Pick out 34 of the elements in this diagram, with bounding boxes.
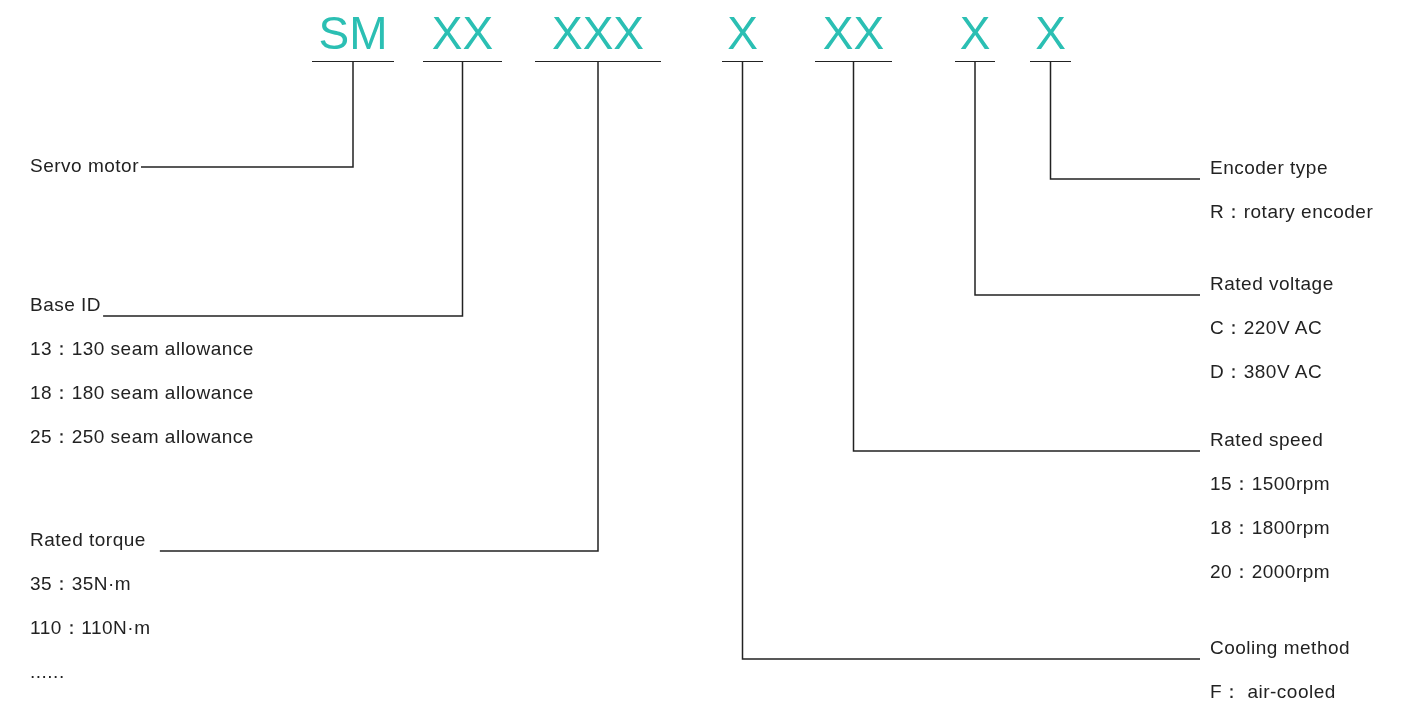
option-text: 20：2000rpm bbox=[1210, 560, 1331, 584]
field-heading: Servo motor bbox=[30, 154, 139, 178]
option-text: R：rotary encoder bbox=[1210, 200, 1374, 224]
leader-line bbox=[159, 61, 599, 552]
option-text: 35：35N·m bbox=[30, 572, 133, 596]
field-heading: Rated speed bbox=[1210, 428, 1325, 452]
leader-line bbox=[140, 61, 354, 168]
option-text: 13：130 seam allowance bbox=[30, 337, 254, 361]
option-text: 18：180 seam allowance bbox=[30, 381, 254, 405]
leader-line bbox=[852, 61, 1201, 452]
field-heading: Encoder type bbox=[1210, 156, 1329, 180]
leader-line bbox=[102, 61, 464, 317]
option-text: 18：1800rpm bbox=[1210, 516, 1331, 540]
code-segment: SM bbox=[312, 4, 394, 62]
option-text: ...... bbox=[30, 660, 66, 684]
option-text: C：220V AC bbox=[1210, 316, 1324, 340]
option-text: F： air-cooled bbox=[1210, 680, 1337, 702]
option-text: 110：110N·m bbox=[30, 616, 151, 640]
code-segment: X bbox=[1030, 4, 1071, 62]
field-heading: Cooling method bbox=[1210, 636, 1351, 660]
option-text: 15：1500rpm bbox=[1210, 472, 1331, 496]
option-text: 25：250 seam allowance bbox=[30, 425, 254, 449]
leader-line bbox=[1049, 61, 1201, 180]
field-heading: Rated voltage bbox=[1210, 272, 1334, 296]
field-heading: Rated torque bbox=[30, 528, 147, 552]
code-segment: XX bbox=[815, 4, 892, 62]
option-text: D：380V AC bbox=[1210, 360, 1324, 384]
field-heading: Base ID bbox=[30, 293, 103, 317]
code-segment: XXX bbox=[535, 4, 661, 62]
code-segment: X bbox=[722, 4, 763, 62]
code-segment: XX bbox=[423, 4, 502, 62]
code-segment: X bbox=[955, 4, 995, 62]
leader-line bbox=[974, 61, 1201, 296]
leader-line bbox=[741, 61, 1201, 660]
